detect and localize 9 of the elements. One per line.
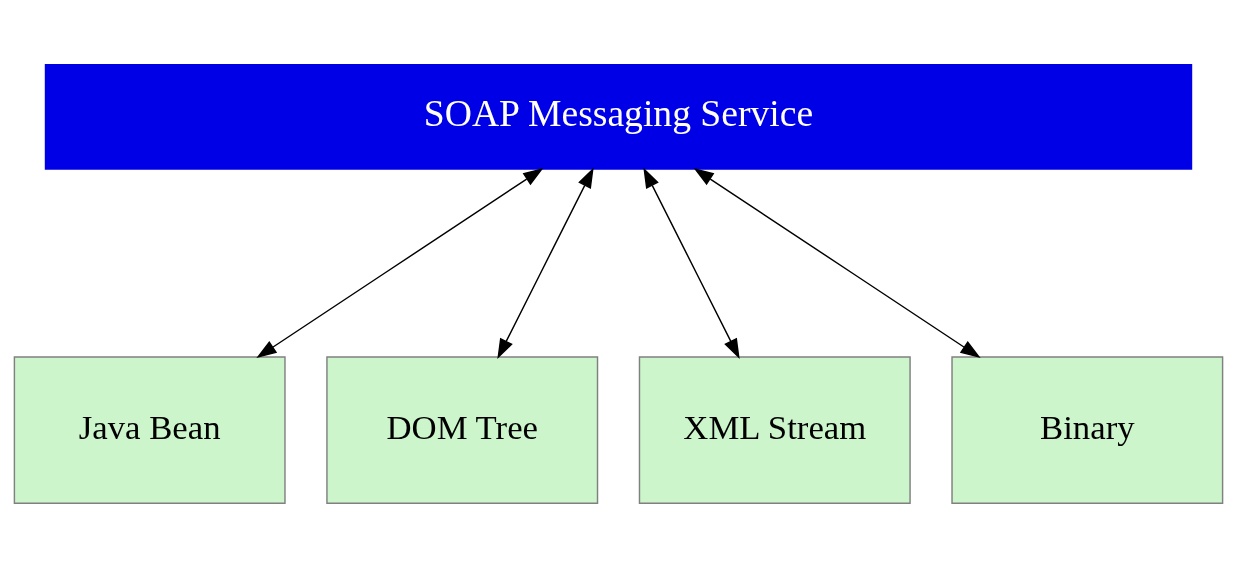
node-box: DOM Tree <box>326 356 599 504</box>
arrow <box>256 168 544 359</box>
node-box: XML Stream <box>638 356 911 504</box>
node-box: SOAP Messaging Service <box>44 64 1193 170</box>
node-box: Binary <box>951 356 1224 504</box>
arrow <box>497 167 594 359</box>
arrow <box>693 168 981 359</box>
node-box: Java Bean <box>13 356 286 504</box>
arrow <box>643 167 740 359</box>
